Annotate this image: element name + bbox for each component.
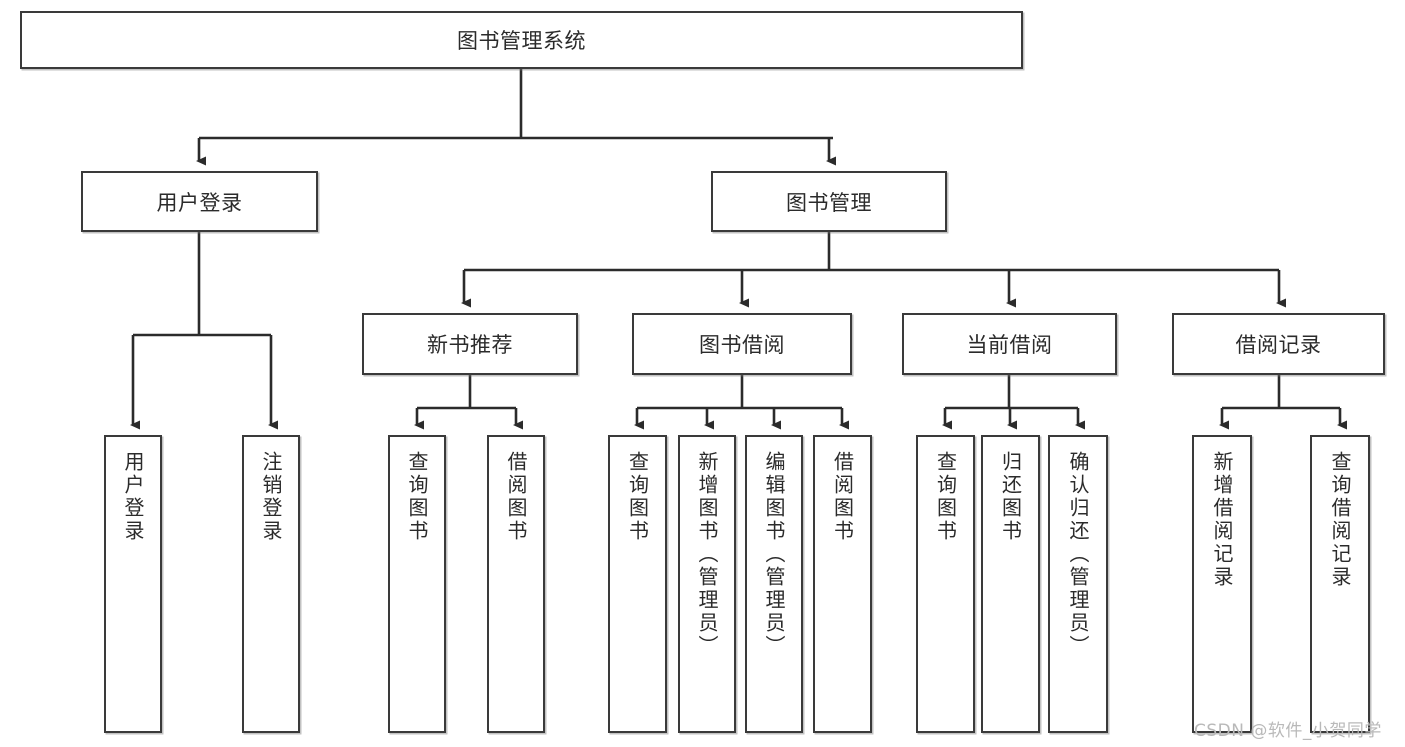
node-leaf-confirm-return[interactable]: 确认归还（管理员） bbox=[1048, 435, 1108, 733]
node-leaf-query-book-1-label: 查询图书 bbox=[405, 451, 429, 543]
node-user-login[interactable]: 用户登录 bbox=[81, 171, 318, 232]
node-leaf-edit-book-label: 编辑图书（管理员） bbox=[762, 451, 786, 658]
node-leaf-query-book-3-label: 查询图书 bbox=[933, 451, 958, 543]
watermark: CSDN @软件_小贺同学 bbox=[1194, 721, 1382, 741]
node-leaf-logout-label: 注销登录 bbox=[259, 451, 283, 543]
node-leaf-query-record-label: 查询借阅记录 bbox=[1328, 451, 1352, 589]
node-leaf-add-record-label: 新增借阅记录 bbox=[1210, 451, 1234, 589]
node-leaf-query-book-2[interactable]: 查询图书 bbox=[608, 435, 667, 733]
node-book-manage-label: 图书管理 bbox=[786, 190, 872, 215]
node-leaf-borrow-book-2-label: 借阅图书 bbox=[830, 451, 855, 543]
node-leaf-confirm-return-label: 确认归还（管理员） bbox=[1066, 451, 1090, 658]
node-book-manage[interactable]: 图书管理 bbox=[711, 171, 947, 232]
node-leaf-logout[interactable]: 注销登录 bbox=[242, 435, 300, 733]
node-leaf-return-book-label: 归还图书 bbox=[998, 451, 1023, 543]
node-user-login-label: 用户登录 bbox=[156, 190, 243, 215]
node-root[interactable]: 图书管理系统 bbox=[20, 11, 1023, 69]
node-new-book-rec[interactable]: 新书推荐 bbox=[362, 313, 578, 375]
node-new-book-rec-label: 新书推荐 bbox=[427, 333, 513, 357]
node-leaf-query-book-1[interactable]: 查询图书 bbox=[388, 435, 446, 733]
node-borrow-record[interactable]: 借阅记录 bbox=[1172, 313, 1385, 375]
node-leaf-add-book[interactable]: 新增图书（管理员） bbox=[678, 435, 736, 733]
node-leaf-query-record[interactable]: 查询借阅记录 bbox=[1310, 435, 1370, 733]
node-current-borrow-label: 当前借阅 bbox=[966, 333, 1053, 357]
node-leaf-add-book-label: 新增图书（管理员） bbox=[695, 451, 719, 658]
node-leaf-edit-book[interactable]: 编辑图书（管理员） bbox=[745, 435, 803, 733]
node-current-borrow[interactable]: 当前借阅 bbox=[902, 313, 1117, 375]
node-book-borrow-label: 图书借阅 bbox=[699, 333, 785, 357]
node-leaf-borrow-book-1-label: 借阅图书 bbox=[504, 451, 528, 543]
node-leaf-borrow-book-1[interactable]: 借阅图书 bbox=[487, 435, 545, 733]
node-leaf-add-record[interactable]: 新增借阅记录 bbox=[1192, 435, 1252, 733]
node-borrow-record-label: 借阅记录 bbox=[1235, 333, 1322, 357]
node-leaf-query-book-2-label: 查询图书 bbox=[625, 451, 650, 543]
node-leaf-borrow-book-2[interactable]: 借阅图书 bbox=[813, 435, 872, 733]
node-root-label: 图书管理系统 bbox=[457, 29, 586, 53]
node-leaf-user-login[interactable]: 用户登录 bbox=[104, 435, 162, 733]
node-leaf-user-login-label: 用户登录 bbox=[121, 451, 145, 543]
node-leaf-return-book[interactable]: 归还图书 bbox=[981, 435, 1040, 733]
node-leaf-query-book-3[interactable]: 查询图书 bbox=[916, 435, 975, 733]
node-book-borrow[interactable]: 图书借阅 bbox=[632, 313, 852, 375]
